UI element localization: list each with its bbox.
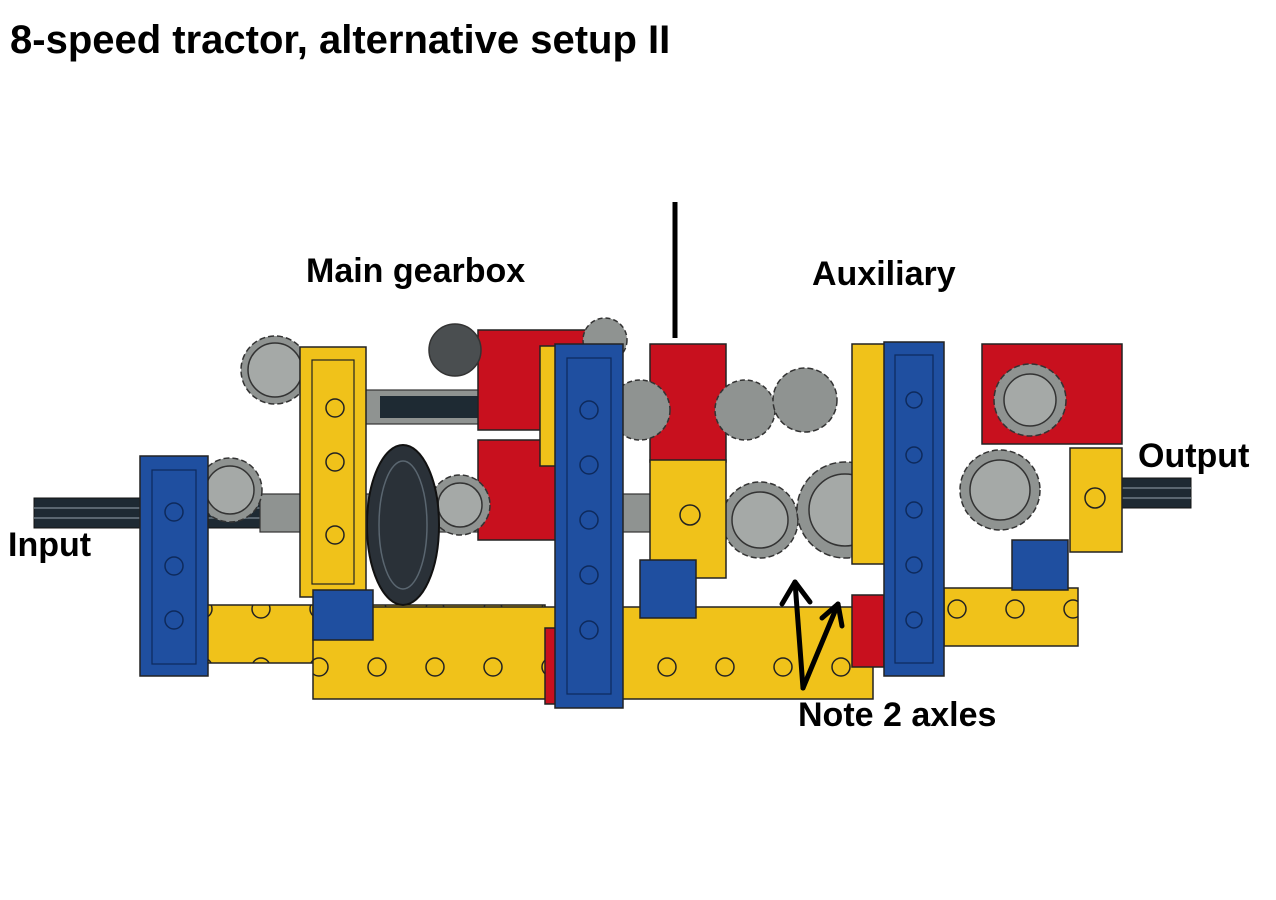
label-main-gearbox: Main gearbox (306, 252, 526, 290)
yellow-blocks (299, 343, 1123, 598)
note-arrows (779, 579, 845, 691)
label-input: Input (8, 526, 92, 564)
blue-beams (139, 341, 1069, 709)
label-note-axles: Note 2 axles (798, 696, 997, 734)
label-output: Output (1138, 437, 1250, 475)
black-wheel (366, 444, 440, 606)
page-title: 8-speed tractor, alternative setup II (10, 18, 671, 62)
label-auxiliary: Auxiliary (812, 255, 956, 293)
gears (197, 317, 1067, 559)
